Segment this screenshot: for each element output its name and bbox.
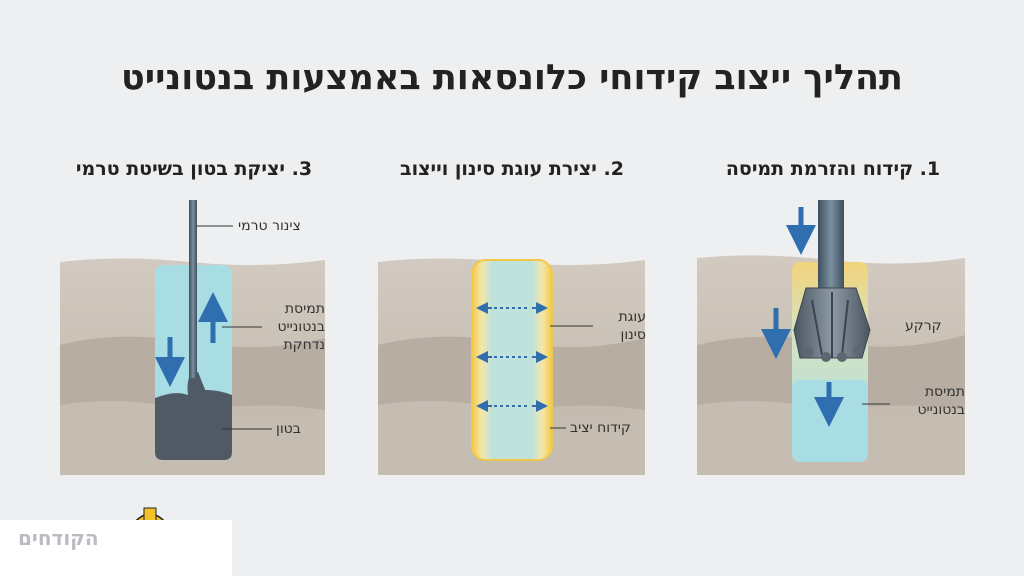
displaced-label-line3: נדחקת: [283, 337, 325, 353]
logo-box: [0, 520, 232, 576]
slurry-label: תמיסת בנטונייט: [905, 383, 965, 419]
panel-filter-cake: [378, 258, 645, 475]
logo-text: הקודחים: [18, 526, 99, 550]
stable-bore-label: קידוח יציב: [570, 420, 631, 436]
displaced-label-line1: תמיסת: [284, 301, 325, 317]
step-2-title: 2. יצירת עוגת סינון וייצוב: [400, 158, 624, 180]
slurry-label-line1: תמיסת: [924, 384, 965, 400]
step-1-title: 1. קידוח והזרמת תמיסה: [725, 158, 941, 180]
displaced-label-line2: בנטונייט: [277, 319, 325, 335]
panel-tremie: [60, 200, 325, 475]
panel-drilling: [697, 200, 965, 475]
step-3-title: 3. יציקת בטון בשיטת טרמי: [75, 158, 313, 180]
tremie-label: צינור טרמי: [238, 218, 301, 234]
soil-label: קרקע: [905, 318, 942, 334]
drill-rod: [818, 200, 844, 290]
slurry-label-line2: בנטונייט: [917, 402, 965, 418]
concrete-label: בטון: [276, 421, 301, 437]
tremie-pipe: [189, 200, 197, 378]
filter-cake-label-line1: עוגת: [618, 309, 646, 325]
concrete-fill: [155, 390, 232, 460]
filter-cake-label-line2: סינון: [620, 327, 646, 343]
page-title: תהליך ייצוב קידוחי כלונסאות באמצעות בנטו…: [121, 58, 903, 98]
filter-cake: [471, 259, 553, 461]
filter-cake-label: עוגת סינון: [596, 308, 646, 344]
displaced-slurry-label: תמיסת בנטונייט נדחקת: [265, 300, 325, 354]
